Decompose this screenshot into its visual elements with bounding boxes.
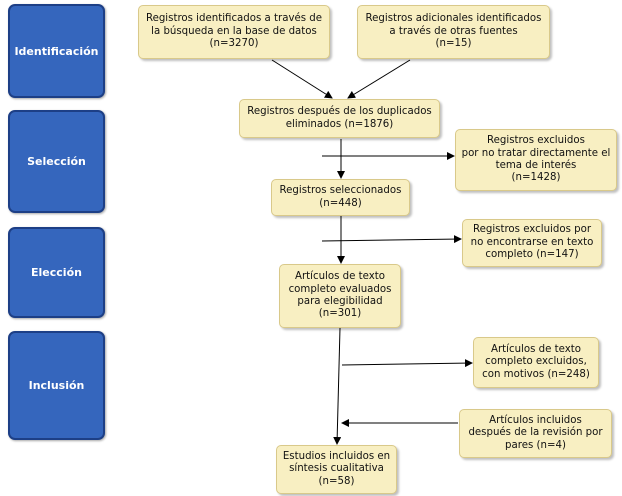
arrow-fulltext-to-included	[333, 327, 342, 445]
arrow-to-fulltext-excluded	[341, 359, 473, 368]
box-identified-other-sources: Registros adicionales identificados a tr…	[357, 5, 550, 59]
stage-screening: Selección	[8, 110, 105, 213]
box-excluded-topic: Registros excluidos por no tratar direct…	[455, 129, 617, 191]
stage-eligibility: Elección	[8, 227, 105, 318]
box-included-studies: Estudios incluidos en síntesis cualitati…	[276, 445, 397, 494]
box-after-duplicates: Registros después de los duplicados elim…	[239, 99, 440, 138]
arrow-to-excluded-fulltext	[321, 235, 462, 244]
box-screened: Registros seleccionados (n=448)	[271, 179, 410, 216]
stage-included: Inclusión	[8, 331, 105, 440]
box-identified-database: Registros identificados a través de la b…	[138, 5, 330, 59]
box-fulltext-assessed: Artículos de texto completo evaluados pa…	[279, 264, 401, 328]
arrow-other-to-duplicates	[347, 59, 411, 99]
box-fulltext-excluded: Artículos de texto completo excluidos, c…	[473, 337, 599, 388]
box-added-peer-review: Artículos incluidos después de la revisi…	[459, 409, 612, 458]
stage-identification: Identificación	[8, 4, 105, 98]
box-excluded-fulltext: Registros excluidos por no encontrarse e…	[462, 219, 602, 267]
arrow-db-to-duplicates	[271, 59, 333, 99]
